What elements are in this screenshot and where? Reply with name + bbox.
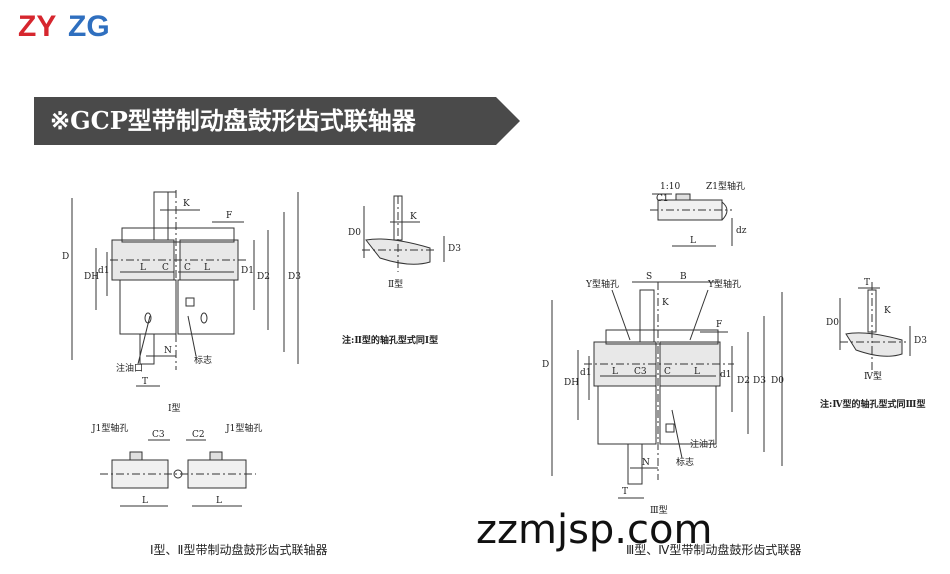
dim-f-type3: F xyxy=(716,320,723,330)
dim-d0-type4: D0 xyxy=(826,318,839,328)
dim-dh-type3: DH xyxy=(564,378,580,388)
dim-d1-right-type3: d1 xyxy=(720,370,732,380)
dim-dh-type1: DH xyxy=(84,272,100,282)
dim-d3-type2: D3 xyxy=(448,244,461,254)
label-mark-type1: 标志 xyxy=(194,356,213,366)
dim-t-type1: T xyxy=(142,377,149,387)
dim-f-type1: F xyxy=(226,211,233,221)
dim-d3-type4: D3 xyxy=(914,336,927,346)
dim-k-type3: K xyxy=(662,298,669,308)
label-type1: Ⅰ型 xyxy=(168,404,181,414)
type2-view xyxy=(362,195,445,272)
label-y-left: Y型轴孔 xyxy=(586,280,619,290)
dim-d2-type1: D2 xyxy=(257,272,270,282)
label-type4: Ⅳ型 xyxy=(864,372,882,382)
dim-c2-bottom: C2 xyxy=(192,430,205,440)
dim-d3-type3: D3 xyxy=(753,376,766,386)
dim-k-type1: K xyxy=(183,199,190,209)
label-z1: Z1型轴孔 xyxy=(706,182,745,192)
dim-d-type3: D xyxy=(542,360,550,370)
caption-right: Ⅲ型、Ⅳ型带制动盘鼓形齿式联器 xyxy=(626,543,802,557)
dim-k-type2: K xyxy=(410,212,417,222)
dim-d0-type3: D0 xyxy=(771,376,784,386)
dim-l-right-type3: L xyxy=(694,367,700,377)
dim-t-type3: T xyxy=(622,487,629,497)
dim-c1-z1: C1 xyxy=(656,194,669,204)
type1-main-view xyxy=(71,190,299,387)
label-j1-right: J1型轴孔 xyxy=(226,424,263,434)
label-oil-type3: 注油孔 xyxy=(690,440,718,450)
svg-text:ZG: ZG xyxy=(68,10,110,42)
note-type2: 注:Ⅱ型的轴孔型式同Ⅰ型 xyxy=(342,336,439,346)
label-type2: Ⅱ型 xyxy=(388,280,404,290)
type3-main-view xyxy=(551,281,783,499)
dim-dz-z1: dz xyxy=(736,226,747,236)
dim-d-type1: D xyxy=(62,252,70,262)
dim-b-type3: B xyxy=(680,272,687,282)
dim-d1-type3: d1 xyxy=(580,368,592,378)
title-banner-bg xyxy=(34,97,520,145)
z1-bore-view xyxy=(650,193,733,247)
label-taper: 1:10 xyxy=(660,182,681,192)
banner-title: ※GCP型带制动盘鼓形齿式联轴器 xyxy=(50,106,416,135)
dim-d1-type1: d1 xyxy=(98,266,110,276)
type1-bore-views xyxy=(100,439,256,507)
zyzg-logo: ZY ZG xyxy=(18,10,110,42)
note-type4: 注:Ⅳ型的轴孔型式同Ⅲ型 xyxy=(820,400,926,410)
dim-c3-type3: C3 xyxy=(634,367,647,377)
dim-l-bottom-right: L xyxy=(216,496,222,506)
label-j1-left: J1型轴孔 xyxy=(92,424,129,434)
caption-left: Ⅰ型、Ⅱ型带制动盘鼓形齿式联轴器 xyxy=(150,543,328,557)
dim-l-left-type1: L xyxy=(140,263,146,273)
label-oil-type1: 注油口 xyxy=(116,364,144,374)
dim-c-type3: C xyxy=(664,367,671,377)
dim-l-z1: L xyxy=(690,236,696,246)
dim-k-type4: K xyxy=(884,306,891,316)
dim-n-type1: N xyxy=(164,346,172,356)
dim-d2-type3: D2 xyxy=(737,376,750,386)
dim-s-type3: S xyxy=(646,272,653,282)
label-y-right: Y型轴孔 xyxy=(708,280,741,290)
dim-d3-type1: D3 xyxy=(288,272,301,282)
dim-l-left-type3: L xyxy=(612,367,618,377)
dim-c-left-type1: C xyxy=(162,263,169,273)
dim-t-type4: T xyxy=(864,278,871,288)
dim-c3-bottom: C3 xyxy=(152,430,165,440)
dim-l-right-type1: L xyxy=(204,263,210,273)
dim-c-right-type1: C xyxy=(184,263,191,273)
dim-d1-right-type1: D1 xyxy=(241,266,254,276)
type4-view xyxy=(839,282,911,370)
label-mark-type3: 标志 xyxy=(676,458,695,468)
svg-text:ZY: ZY xyxy=(18,10,56,42)
dim-d0-type2: D0 xyxy=(348,228,361,238)
label-type3: Ⅲ型 xyxy=(650,506,668,516)
dim-l-bottom-left: L xyxy=(142,496,148,506)
watermark-text: zzmjsp.com xyxy=(476,507,713,553)
dim-n-type3: N xyxy=(642,458,650,468)
